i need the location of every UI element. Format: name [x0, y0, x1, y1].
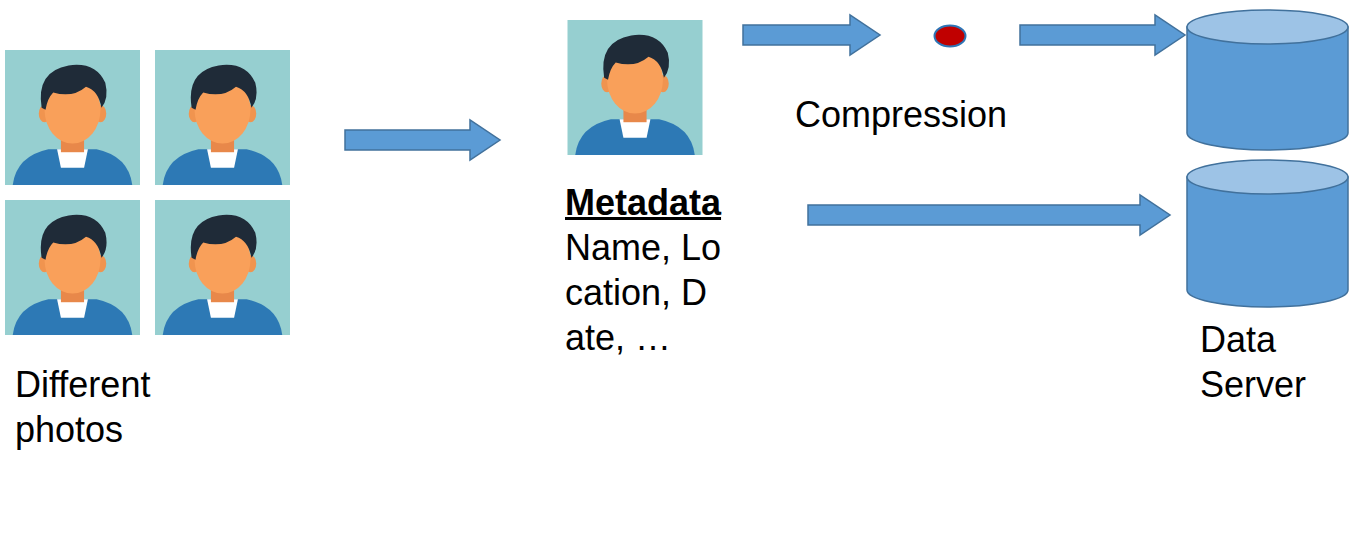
- photo: [5, 50, 140, 185]
- cylinder-top: [1187, 10, 1348, 44]
- red-dot: [935, 26, 966, 47]
- cylinder-shape: [1185, 5, 1350, 310]
- photo: [155, 200, 290, 335]
- node-label: Data Server: [1185, 317, 1330, 407]
- metadata-card: MetadataName, Location, Date, …: [565, 20, 743, 360]
- node-body: Name, Location, Date, …: [565, 225, 725, 360]
- photo: [155, 50, 290, 185]
- block-arrow: [743, 15, 880, 55]
- compression-dot: Compression: [933, 24, 967, 48]
- cylinder-top: [1187, 160, 1348, 194]
- photo: [5, 200, 140, 335]
- data-server: Data Server: [1185, 5, 1350, 407]
- node-label: Compression: [795, 92, 1007, 137]
- block-arrow: [808, 195, 1170, 235]
- block-arrow: [345, 120, 500, 160]
- node-label: Metadata: [565, 180, 735, 225]
- node-label: Different photos: [5, 362, 225, 452]
- block-arrow: [1020, 15, 1185, 55]
- cylinder-body: [1187, 177, 1348, 307]
- photo: [568, 20, 703, 155]
- cylinder-body: [1187, 27, 1348, 150]
- photo-group: Different photos: [5, 50, 290, 452]
- dot-shape: [933, 24, 967, 48]
